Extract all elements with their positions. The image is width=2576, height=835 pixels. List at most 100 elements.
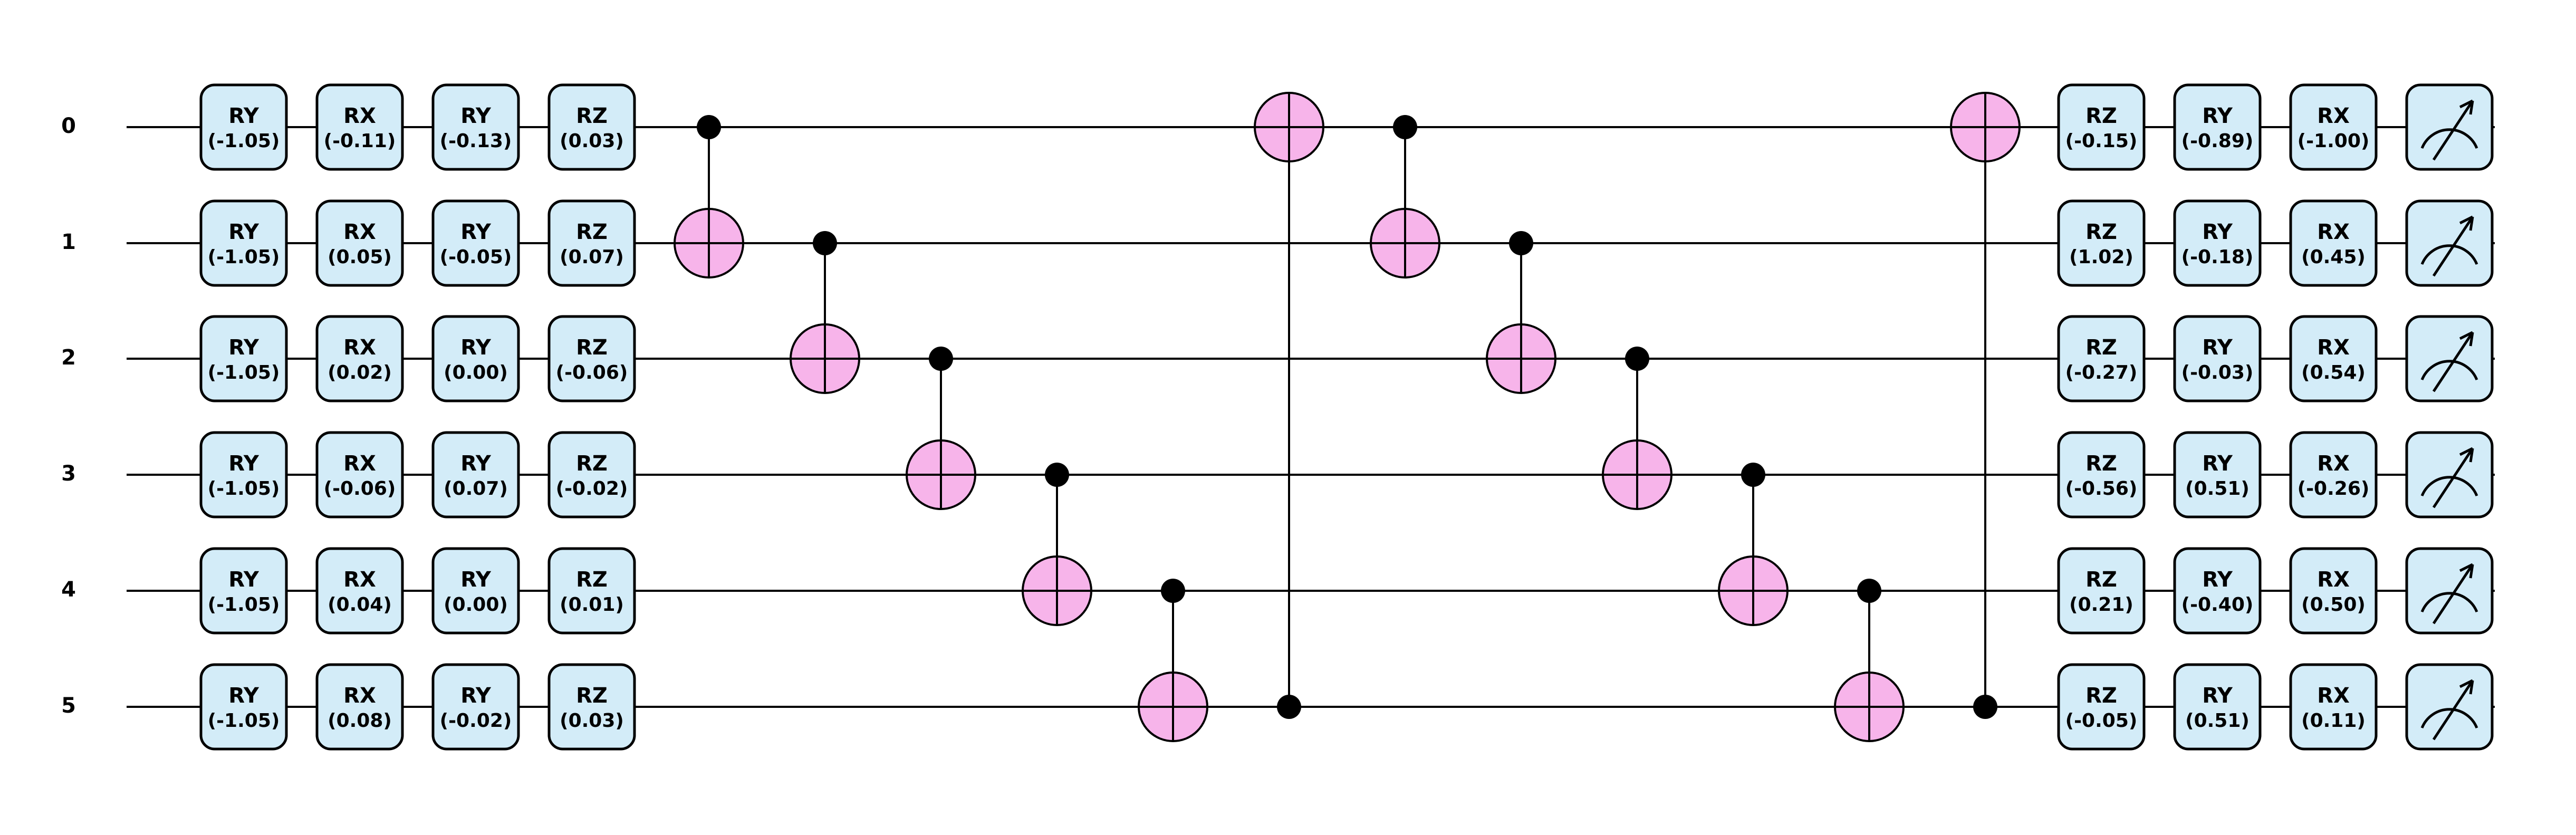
gate-rz: RZ(-0.56) [2057, 431, 2146, 519]
gate-name: RZ [576, 220, 608, 244]
gate-name: RY [2202, 452, 2233, 476]
gate-rx: RX(-0.11) [315, 83, 404, 171]
cnot-control-dot [813, 231, 837, 255]
gate-param: (-0.11) [324, 130, 396, 152]
gate-rz: RZ(-0.06) [547, 315, 636, 402]
measure-box [2405, 547, 2494, 635]
gate-name: RZ [576, 104, 608, 128]
cnot-gate [1718, 463, 1789, 626]
gate-box [199, 83, 288, 171]
gate-param: (0.08) [328, 710, 392, 732]
gate-name: RY [2202, 335, 2233, 360]
gate-param: (0.51) [2185, 478, 2250, 500]
gate-rz: RZ(0.07) [547, 199, 636, 287]
gate-param: (-0.06) [324, 478, 396, 500]
gate-param: (0.11) [2301, 710, 2366, 732]
gate-name: RX [343, 452, 376, 476]
gate-box [2289, 83, 2378, 171]
cnot-gate [1602, 347, 1673, 510]
gate-param: (-0.18) [2181, 246, 2254, 268]
gate-box [547, 199, 636, 287]
gate-box [2173, 547, 2262, 635]
gate-param: (-0.02) [556, 478, 628, 500]
gate-ry: RY(-1.05) [199, 83, 288, 171]
meter-needle-icon [2432, 679, 2474, 741]
gate-param: (-1.05) [208, 710, 280, 732]
gate-ry: RY(0.00) [431, 315, 520, 402]
gate-rz: RZ(-0.05) [2057, 663, 2146, 751]
gate-name: RX [2317, 104, 2350, 128]
measure-gate [2405, 315, 2494, 402]
cnot-control-dot [697, 115, 721, 139]
qubit-label: 2 [61, 345, 76, 370]
gate-param: (-0.03) [2181, 362, 2254, 383]
gate-name: RX [2317, 335, 2350, 360]
gate-param: (-0.15) [2065, 130, 2138, 152]
cnot-gate [1254, 92, 1324, 719]
gate-param: (0.07) [444, 478, 508, 500]
gate-name: RX [343, 220, 376, 244]
gate-box [431, 315, 520, 402]
gate-rz: RZ(-0.02) [547, 431, 636, 519]
qubit-label: 1 [61, 230, 76, 254]
measure-box [2405, 315, 2494, 402]
gate-rx: RX(0.45) [2289, 199, 2378, 287]
gate-ry: RY(-0.13) [431, 83, 520, 171]
cnot-gate [1486, 231, 1556, 394]
gate-param: (0.03) [560, 130, 624, 152]
gate-name: RY [228, 568, 259, 592]
gate-param: (-1.05) [208, 478, 280, 500]
gate-box [431, 547, 520, 635]
gate-param: (-1.05) [208, 130, 280, 152]
gate-box [2173, 315, 2262, 402]
gate-box [2173, 663, 2262, 751]
gate-param: (0.21) [2069, 594, 2133, 616]
cnot-gate [1834, 579, 1905, 742]
measure-gate [2405, 547, 2494, 635]
cnot-gate [1950, 92, 2021, 719]
gate-param: (-0.26) [2298, 478, 2370, 500]
gate-name: RY [460, 568, 492, 592]
gate-param: (0.02) [328, 362, 392, 383]
gate-name: RZ [2085, 335, 2117, 360]
cnot-control-dot [1161, 579, 1185, 603]
gate-box [2289, 663, 2378, 751]
gate-name: RZ [576, 452, 608, 476]
gate-box [2057, 663, 2146, 751]
gate-rz: RZ(0.21) [2057, 547, 2146, 635]
meter-arrowhead-icon [2459, 563, 2474, 579]
gate-param: (0.54) [2301, 362, 2366, 383]
gate-box [2289, 315, 2378, 402]
cnot-control-dot [1509, 231, 1533, 255]
cnot-gate [906, 347, 976, 510]
meter-icon [2420, 708, 2478, 728]
gate-name: RZ [2085, 104, 2117, 128]
gate-box [2057, 199, 2146, 287]
gate-name: RZ [576, 684, 608, 708]
gate-box [431, 663, 520, 751]
gate-ry: RY(-1.05) [199, 431, 288, 519]
meter-icon [2420, 244, 2478, 265]
meter-arrowhead-icon [2459, 447, 2474, 463]
gate-rx: RX(0.50) [2289, 547, 2378, 635]
gate-ry: RY(-1.05) [199, 547, 288, 635]
gate-param: (0.51) [2185, 710, 2250, 732]
gate-rx: RX(-1.00) [2289, 83, 2378, 171]
gate-box [2057, 431, 2146, 519]
gate-rz: RZ(-0.27) [2057, 315, 2146, 402]
gate-rz: RZ(0.03) [547, 83, 636, 171]
gate-box [547, 547, 636, 635]
gate-ry: RY(-1.05) [199, 315, 288, 402]
meter-needle-icon [2432, 216, 2474, 277]
gate-param: (-1.05) [208, 594, 280, 616]
meter-icon [2420, 360, 2478, 380]
gate-box [315, 83, 404, 171]
gate-box [2289, 547, 2378, 635]
gate-param: (0.05) [328, 246, 392, 268]
cnot-gate [1370, 115, 1440, 279]
gate-box [2173, 431, 2262, 519]
meter-arrowhead-icon [2459, 215, 2474, 231]
gate-param: (-1.05) [208, 362, 280, 383]
gate-param: (-0.40) [2181, 594, 2254, 616]
